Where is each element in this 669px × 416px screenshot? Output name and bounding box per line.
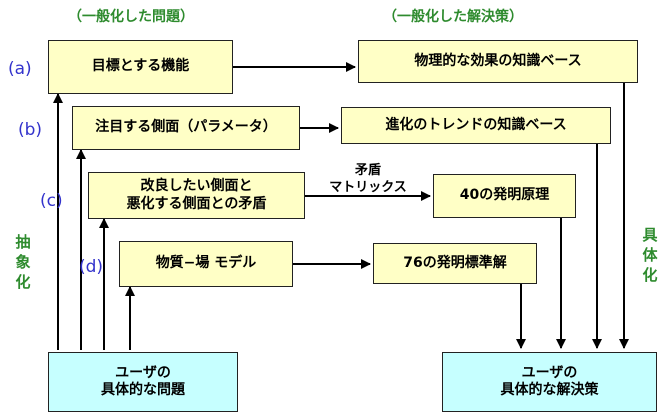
box-contradiction: 改良したい側面と 悪化する側面との矛盾	[88, 172, 305, 219]
box-substance-field: 物質−場 モデル	[119, 241, 293, 287]
header-generalized-solution: （一般化した解決策）	[383, 9, 523, 25]
label-c: (c)	[40, 191, 63, 211]
label-a: (a)	[8, 59, 32, 79]
header-generalized-problem: （一般化した問題）	[68, 9, 194, 25]
box-user-solution: ユーザの 具体的な解決策	[442, 352, 657, 412]
box-user-problem: ユーザの 具体的な問題	[48, 352, 238, 412]
concretization-label: 具 体 化	[642, 226, 658, 284]
box-76-standards: 76の発明標準解	[373, 243, 537, 284]
matrix-label: 矛盾 マトリックス	[329, 163, 407, 195]
box-physical-effects: 物理的な効果の知識ベース	[358, 40, 638, 83]
label-d: (d)	[79, 257, 104, 277]
box-evolution-trends: 進化のトレンドの知識ベース	[341, 107, 611, 144]
box-focus-aspect: 注目する側面（パラメータ）	[72, 106, 300, 150]
box-target-function: 目標とする機能	[48, 40, 233, 94]
label-b: (b)	[18, 120, 43, 140]
abstraction-label: 抽 象 化	[15, 233, 31, 291]
box-40-principles: 40の発明原理	[433, 174, 576, 218]
